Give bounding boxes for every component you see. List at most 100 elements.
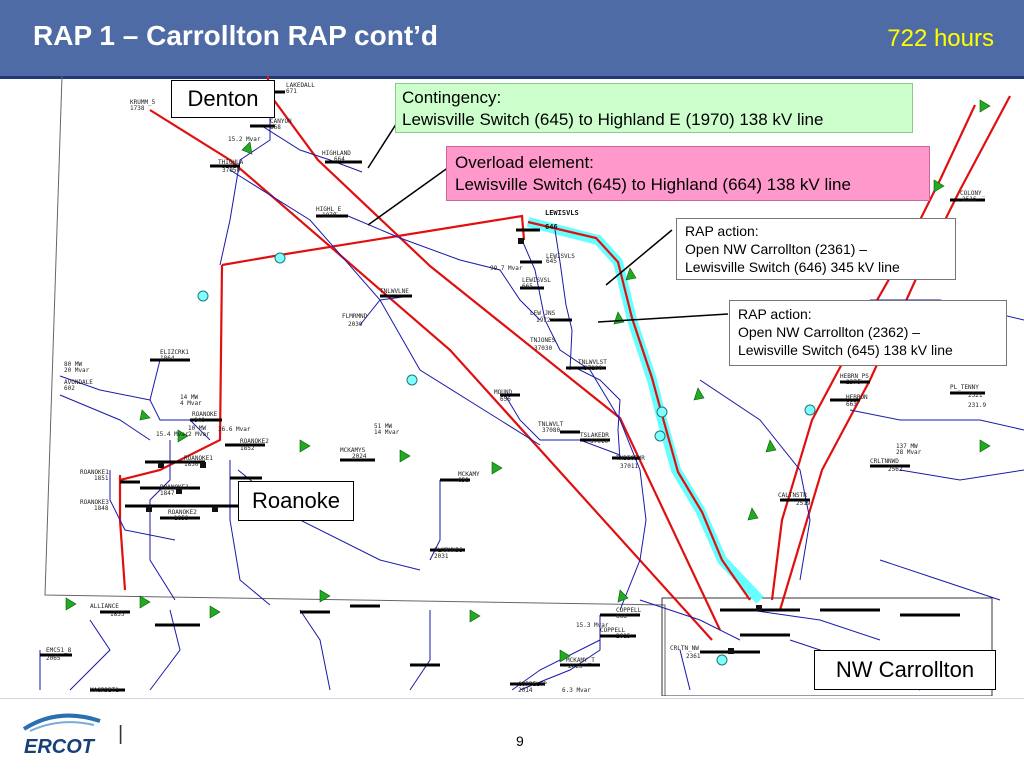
red-line-roanoke-west [119,264,224,482]
logo-text: ERCOT [24,736,96,758]
flow-value: 20 Mvar [64,367,90,374]
rap2-title: RAP action: [738,306,812,322]
flow-value: 51 MW [374,423,392,430]
slide-header: RAP 1 – Carrollton RAP cont’d 722 hours [0,0,1024,79]
red-line-east-2 [778,95,1011,611]
flow-annotations: 15.2 Mvar 99.7 Mvar 80 MW 20 Mvar 14 MW … [64,136,986,694]
breakers [146,238,762,654]
flow-value: 36.6 Mvar [218,426,251,433]
rap2-text-2: Lewisville Switch (645) 138 kV line [738,342,953,359]
nw-carrollton-label: NW Carrollton [814,650,996,690]
page-number: 9 [516,733,524,749]
rap2-text-1: Open NW Carrollton (2362) – [738,324,921,341]
bus-label: TNLWVLNE [380,288,409,295]
flow-value: 4 Mvar [180,400,202,407]
logo-swoosh-icon [22,713,101,731]
footer-separator: | [118,723,124,745]
bus-label: COLONY_2516 [960,190,986,203]
slide-footer: ERCOT | 9 [0,698,1024,769]
overload-title: Overload element: [455,153,594,172]
overload-callout: Overload element: Lewisville Switch (645… [446,146,930,201]
contingency-text: Lewisville Switch (645) to Highland E (1… [402,110,824,130]
flow-value: 2 Mvar [188,431,210,438]
slide-title: RAP 1 – Carrollton RAP cont’d [33,20,439,51]
roanoke-label: Roanoke [238,481,354,521]
ercot-logo: ERCOT [22,713,101,758]
flow-value: 14 MW [180,394,198,401]
contingency-title: Contingency: [402,88,502,107]
flow-value: 28 Mvar [896,449,922,456]
flow-value: 15.3 Mvar [576,622,609,629]
station-markers [197,252,816,666]
overload-text: Lewisville Switch (645) to Highland (664… [455,175,851,195]
flow-arrows [65,99,991,663]
rap1-text-2: Lewisville Switch (646) 345 kV line [685,259,900,276]
nw-carrollton-inset [661,597,993,696]
contingency-callout: Contingency: Lewisville Switch (645) to … [395,83,913,133]
flow-value: 15.4 Mvar [156,431,189,438]
red-line-lewisville-west [221,214,526,267]
red-line-lewisville-carrollton [527,220,751,601]
bus-bars [40,90,985,692]
area-boundary [44,76,666,696]
flow-value: 80 MW [64,361,82,368]
flow-value: 14 Mvar [374,429,400,436]
red-line-roanoke-south [118,475,127,591]
flow-value: 10 MW [188,425,206,432]
flow-value: 99.7 Mvar [490,265,523,272]
flow-value: 15.2 Mvar [228,136,261,143]
flow-value: 137 MW [896,443,918,450]
rap1-title: RAP action: [685,223,759,239]
hours-label: 722 hours [887,25,994,52]
rap-action-callout-1: RAP action: Open NW Carrollton (2361) – … [676,218,956,280]
flow-value: 231.9 [968,402,986,409]
rap1-text-1: Open NW Carrollton (2361) – [685,241,868,258]
bus-label: MAGRDBT1 [90,687,119,694]
denton-label: Denton [171,80,275,118]
logo-swoosh-light-icon [29,721,95,732]
rap-action-callout-2: RAP action: Open NW Carrollton (2362) – … [729,300,1007,366]
callout-pointers [367,117,729,323]
